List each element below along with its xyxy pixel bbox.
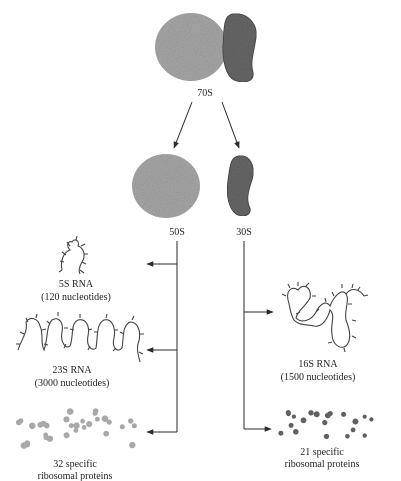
ribosome-70s <box>155 13 256 82</box>
proteins-50s-cluster <box>16 408 137 449</box>
label-23s-rna: 23S RNA <box>52 365 92 376</box>
protein-dot <box>363 415 367 419</box>
label-32-proteins-detail: ribosomal proteins <box>38 471 113 481</box>
protein-dot <box>47 436 53 442</box>
protein-dot <box>292 415 296 419</box>
label-16s-rna: 16S RNA <box>298 359 338 370</box>
arrow-to-50s <box>174 102 192 148</box>
protein-dot <box>327 411 332 416</box>
protein-dot <box>351 428 356 433</box>
rna-23s-structure <box>16 312 144 362</box>
label-70s: 70S <box>197 88 213 99</box>
label-30s: 30S <box>236 227 252 238</box>
protein-dot <box>286 412 291 417</box>
protein-dot <box>103 431 109 437</box>
label-16s-rna-detail: (1500 nucleotides) <box>281 372 356 383</box>
label-50s: 50S <box>169 227 185 238</box>
large-subunit-in-70s <box>155 13 227 81</box>
proteins-30s-cluster <box>278 410 373 439</box>
protein-dot <box>128 418 133 423</box>
protein-dot <box>363 433 367 437</box>
small-subunit-30s <box>227 156 253 216</box>
protein-dot <box>352 419 358 425</box>
protein-dot <box>308 410 313 415</box>
protein-dot <box>314 411 320 417</box>
protein-dot <box>93 411 98 416</box>
protein-dot <box>67 408 74 415</box>
small-subunit-in-70s <box>223 14 256 82</box>
label-21-proteins: 21 specific <box>300 447 344 458</box>
label-32-proteins: 32 specific <box>53 459 97 470</box>
large-subunit-50s <box>132 154 200 218</box>
rna-5s-structure <box>59 236 88 274</box>
protein-dot <box>120 424 125 429</box>
rna-16s-structure <box>282 282 368 352</box>
protein-dot <box>95 417 100 422</box>
protein-dot <box>345 434 350 439</box>
protein-dot <box>63 416 69 422</box>
protein-dot <box>301 417 307 423</box>
protein-dot <box>289 423 294 428</box>
arrow-to-30s <box>222 102 239 148</box>
protein-dot <box>324 434 329 439</box>
protein-dot <box>341 412 346 417</box>
label-5s-rna: 5S RNA <box>59 279 94 290</box>
protein-dot <box>82 425 87 430</box>
protein-dot <box>25 443 30 448</box>
protein-dot <box>293 429 299 435</box>
protein-dot <box>64 432 70 438</box>
protein-dot <box>40 421 46 427</box>
label-23s-rna-detail: (3000 nucleotides) <box>35 378 110 389</box>
protein-dot <box>69 423 74 428</box>
protein-dot <box>322 420 327 425</box>
protein-dot <box>29 423 36 430</box>
protein-dot <box>102 415 109 422</box>
protein-dot <box>16 420 22 426</box>
label-5s-rna-detail: (120 nucleotides) <box>41 292 111 303</box>
protein-dot <box>73 422 79 428</box>
protein-dot <box>369 417 373 421</box>
protein-dot <box>278 431 283 436</box>
protein-dot <box>129 442 135 448</box>
label-21-proteins-detail: ribosomal proteins <box>285 459 360 470</box>
protein-dot <box>80 419 85 424</box>
protein-dot <box>132 423 137 428</box>
protein-dot <box>86 421 92 427</box>
